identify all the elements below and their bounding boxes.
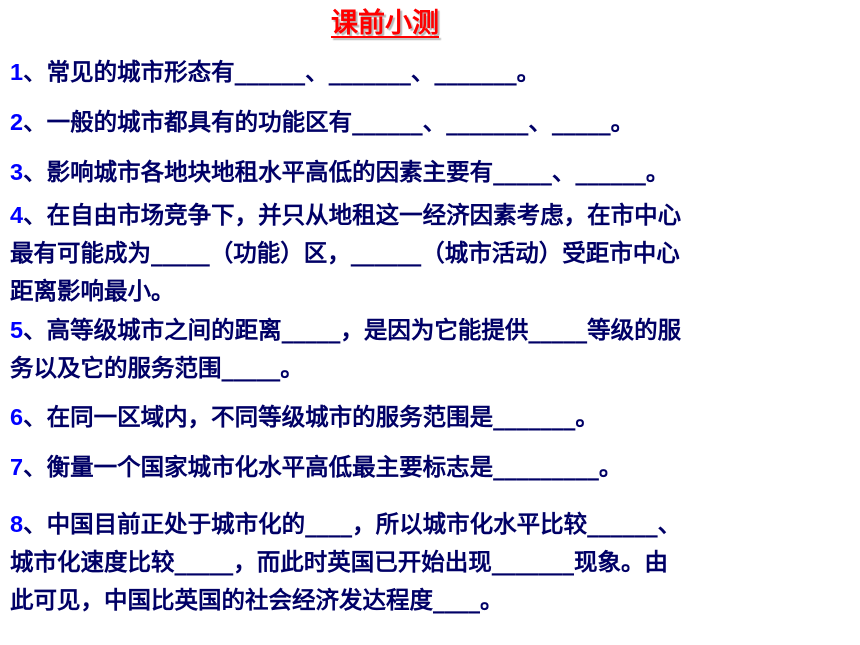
question-line: 4、在自由市场竞争下，并只从地租这一经济因素考虑，在市中心 bbox=[10, 196, 852, 234]
question-line: 此可见，中国比英国的社会经济发达程度____。 bbox=[10, 586, 504, 614]
question-4: 4、在自由市场竞争下，并只从地租这一经济因素考虑，在市中心 最有可能成为____… bbox=[10, 196, 852, 310]
question-text: 、影响城市各地块地租水平高低的因素主要有_____、______。 bbox=[23, 158, 670, 186]
question-number: 1 bbox=[10, 59, 24, 85]
question-8: 8、中国目前正处于城市化的____，所以城市化水平比较______、 城市化速度… bbox=[10, 505, 852, 619]
question-text: 、衡量一个国家城市化水平高低最主要标志是_________。 bbox=[23, 453, 623, 481]
question-line: 城市化速度比较_____，而此时英国已开始出现_______现象。由 bbox=[10, 548, 668, 576]
question-line: 最有可能成为_____（功能）区，______（城市活动）受距市中心 bbox=[10, 239, 680, 267]
question-2: 2、一般的城市都具有的功能区有______、_______、_____。 bbox=[10, 103, 852, 141]
question-text: 、在同一区域内，不同等级城市的服务范围是_______。 bbox=[23, 403, 599, 431]
question-line: 3、影响城市各地块地租水平高低的因素主要有_____、______。 bbox=[10, 153, 852, 191]
question-number: 2 bbox=[10, 109, 24, 135]
question-line: 1、常见的城市形态有______、_______、_______。 bbox=[10, 53, 852, 91]
question-number: 6 bbox=[10, 404, 24, 430]
question-number: 3 bbox=[10, 159, 24, 185]
question-line: 6、在同一区域内，不同等级城市的服务范围是_______。 bbox=[10, 398, 852, 436]
question-text: 、中国目前正处于城市化的____，所以城市化水平比较______、 bbox=[23, 510, 682, 538]
question-line: 务以及它的服务范围_____。 bbox=[10, 354, 304, 382]
question-number: 5 bbox=[10, 317, 24, 343]
question-number: 4 bbox=[10, 202, 24, 228]
question-6: 6、在同一区域内，不同等级城市的服务范围是_______。 bbox=[10, 398, 852, 436]
question-7: 7、衡量一个国家城市化水平高低最主要标志是_________。 bbox=[10, 448, 852, 486]
question-text: 、一般的城市都具有的功能区有______、_______、_____。 bbox=[23, 108, 635, 136]
question-5: 5、高等级城市之间的距离_____，是因为它能提供_____等级的服 务以及它的… bbox=[10, 311, 852, 387]
question-number: 8 bbox=[10, 511, 24, 537]
question-line: 5、高等级城市之间的距离_____，是因为它能提供_____等级的服 bbox=[10, 311, 852, 349]
question-3: 3、影响城市各地块地租水平高低的因素主要有_____、______。 bbox=[10, 153, 852, 191]
page-title: 课前小测 bbox=[331, 8, 439, 39]
question-line: 8、中国目前正处于城市化的____，所以城市化水平比较______、 bbox=[10, 505, 852, 543]
question-text: 、在自由市场竞争下，并只从地租这一经济因素考虑，在市中心 bbox=[23, 201, 682, 229]
question-line: 2、一般的城市都具有的功能区有______、_______、_____。 bbox=[10, 103, 852, 141]
question-number: 7 bbox=[10, 454, 24, 480]
question-text: 、高等级城市之间的距离_____，是因为它能提供_____等级的服 bbox=[23, 316, 682, 344]
question-text: 、常见的城市形态有______、_______、_______。 bbox=[23, 58, 541, 86]
question-line: 7、衡量一个国家城市化水平高低最主要标志是_________。 bbox=[10, 448, 852, 486]
question-line: 距离影响最小。 bbox=[10, 277, 175, 305]
question-1: 1、常见的城市形态有______、_______、_______。 bbox=[10, 53, 852, 91]
